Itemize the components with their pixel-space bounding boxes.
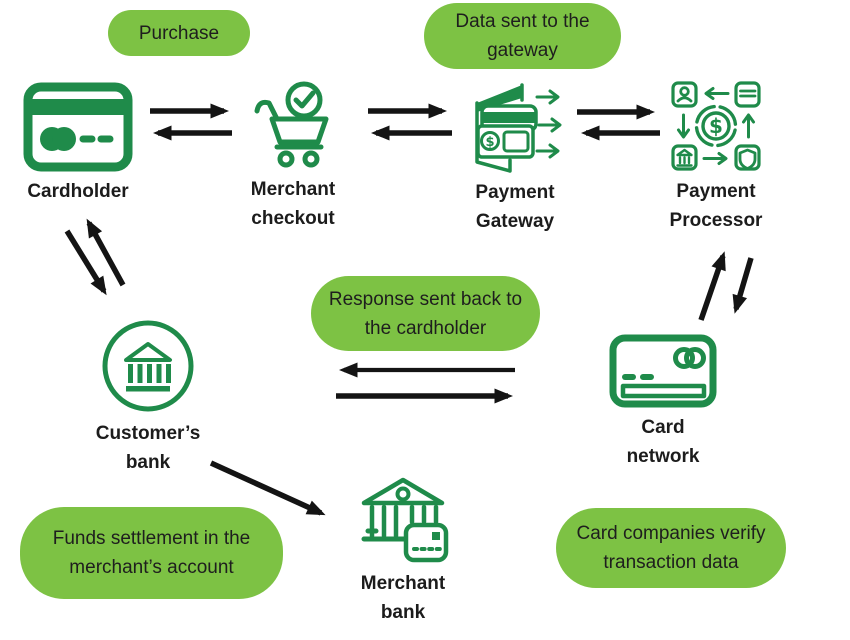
node-label-payment-processor: Payment Processor [669,181,763,231]
node-label-card-network: Card network [626,417,700,467]
node-label-payment-gateway: Payment Gateway [475,182,555,232]
arrow-customers-bank-to-merchant-bank [209,460,326,516]
bank-card-icon [356,472,450,564]
bubble-data-sent-to-gateway: Data sent to the gateway [424,3,621,69]
node-merchant-bank: Merchant bank [343,472,463,627]
dollar-sign: $ [485,135,494,150]
node-cardholder: Cardholder [8,82,148,206]
bubble-purchase: Purchase [108,10,250,56]
arrow-cardholder-to-customers-bank [64,229,107,296]
node-payment-gateway: $ Payment Gateway [454,78,576,236]
arrow-customers-bank-to-cardholder [86,218,126,287]
node-label-merchant-bank: Merchant bank [360,573,446,623]
credit-card-icon [23,82,133,172]
node-customers-bank: Customer’s bank [88,318,208,477]
node-payment-processor: $ Payment Processor [656,80,776,235]
bubble-funds-settlement: Funds settlement in the merchant’s accou… [20,507,283,599]
bubble-card-companies-verify: Card companies verify transaction data [556,508,786,588]
arrow-card-network-to-processor [698,251,726,321]
arrow-processor-to-card-network [732,257,754,314]
bank-circle-icon [100,318,196,414]
node-merchant-checkout: Merchant checkout [233,80,353,233]
node-label-cardholder: Cardholder [27,181,129,202]
node-label-customers-bank: Customer’s bank [95,423,201,473]
bubble-response-sent-back: Response sent back to the cardholder [311,276,540,351]
node-label-merchant-checkout: Merchant checkout [250,179,336,229]
cart-check-icon [253,80,333,170]
dollar-sign: $ [709,114,723,138]
gateway-door-icon: $ [465,78,565,173]
node-card-network: Card network [603,334,723,471]
processor-cycle-icon: $ [670,80,762,172]
card-network-icon [609,334,717,408]
